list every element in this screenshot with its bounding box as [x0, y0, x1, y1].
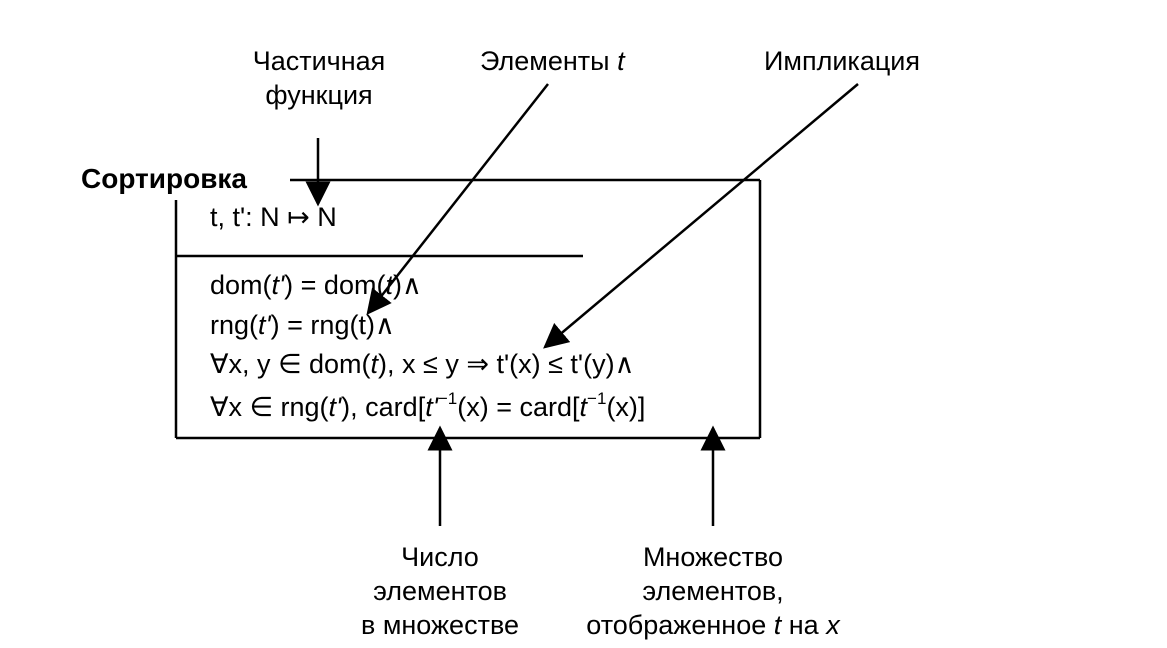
p4-f: t: [579, 392, 588, 422]
predicate-1: dom(t') = dom(t)∧: [210, 268, 422, 302]
callout-implication: Импликация: [764, 46, 921, 76]
callout-count-line1: Число: [401, 542, 479, 572]
p4-sup2: −1: [587, 389, 607, 408]
callout-set-line3-x: x: [826, 610, 840, 640]
p4-a: ∀x ∈ rng(: [210, 392, 329, 422]
callout-elements-t-var: t: [617, 46, 625, 76]
schema-title: Сортировка: [81, 163, 247, 194]
callout-count-in-set: Число элементов в множестве: [340, 540, 540, 642]
callout-count-line2: элементов: [373, 576, 507, 606]
p4-e: (x) = card[: [457, 392, 580, 422]
callout-set-line2: элементов,: [642, 576, 784, 606]
callout-set-line3-b: на: [781, 610, 827, 640]
p1-b: t': [271, 270, 285, 300]
predicate-4: ∀x ∈ rng(t'), card[t'−1(x) = card[t−1(x)…: [210, 390, 645, 424]
arrow-elements-t: [366, 83, 549, 315]
p1-e: )∧: [392, 270, 422, 300]
p4-c: ), card[: [341, 392, 426, 422]
p4-b: t': [328, 392, 342, 422]
p4-g: (x)]: [606, 392, 646, 422]
callout-elements-t: Элементы t: [480, 44, 625, 78]
callout-set-line1: Множество: [642, 542, 784, 572]
schema-box: [174, 178, 762, 440]
p2-a: rng(: [210, 310, 259, 340]
p1-d: t: [385, 270, 393, 300]
callout-set-line3-a: отображенное: [586, 610, 774, 640]
schema-declaration: t, t': N ↦ N: [210, 202, 337, 232]
callout-partial-function: Частичная функция: [236, 44, 402, 112]
p3-c: ), x ≤ y ⇒ t'(x) ≤ t'(y)∧: [378, 349, 635, 379]
callout-count-line3: в множестве: [360, 610, 520, 640]
p2-c: ) = rng(t)∧: [270, 310, 395, 340]
callout-partial-function-line2: функция: [265, 80, 373, 110]
p1-c: ) = dom(: [284, 270, 386, 300]
callout-set-line3-t: t: [773, 610, 782, 640]
p3-a: ∀x, y ∈ dom(: [210, 349, 371, 379]
callout-elements-t-text: Элементы: [480, 46, 610, 76]
callout-set-line3: отображенное t на x: [556, 608, 870, 642]
p4-d: t': [425, 392, 438, 422]
callout-set-mapped: Множество элементов, отображенное t на x: [556, 540, 870, 642]
predicate-2: rng(t') = rng(t)∧: [210, 308, 395, 342]
p1-a: dom(: [210, 270, 272, 300]
arrow-implication: [543, 83, 859, 349]
p4-sup1: −1: [437, 389, 458, 408]
callout-partial-function-line1: Частичная: [252, 46, 386, 76]
p3-b: t: [370, 349, 379, 379]
p2-b: t': [258, 310, 271, 340]
predicate-3: ∀x, y ∈ dom(t), x ≤ y ⇒ t'(x) ≤ t'(y)∧: [210, 347, 634, 381]
